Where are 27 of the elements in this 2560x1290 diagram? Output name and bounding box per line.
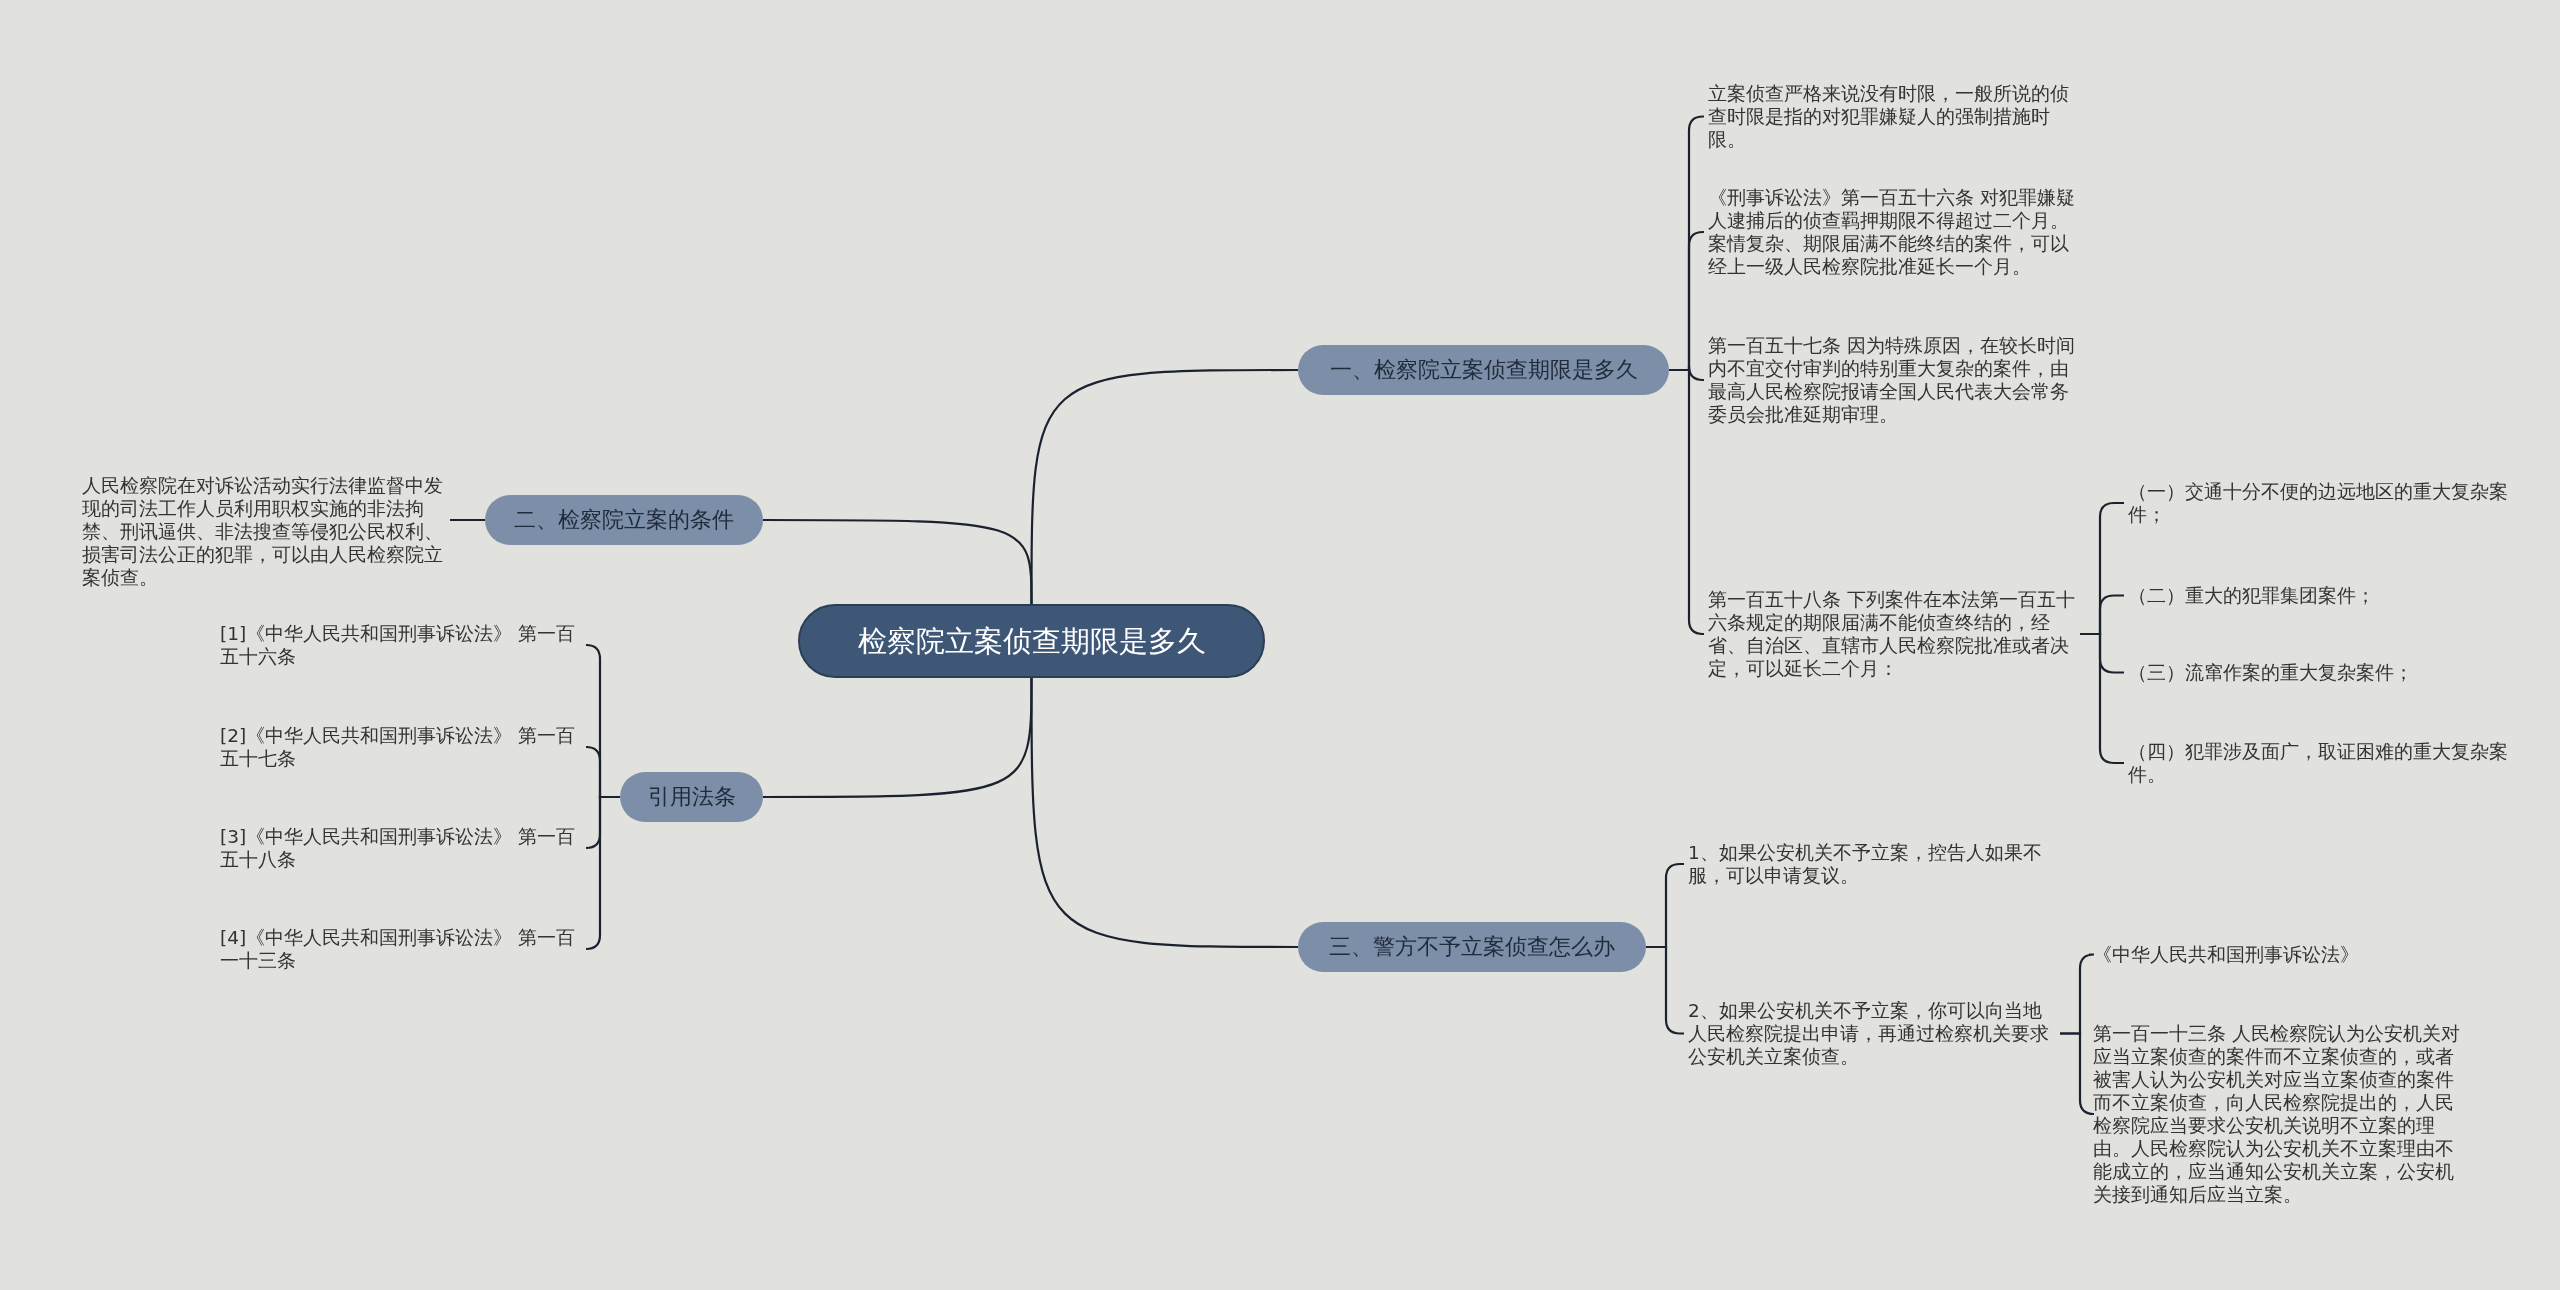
note-text: 第一百五十七条 因为特殊原因，在较长时间内不宜交付审判的特别重大复杂的案件，由最高人民检察院报请全国人民代表大会常务委员会批准延期审理。 bbox=[1708, 334, 2080, 426]
note-text: 立案侦查严格来说没有时限，一般所说的侦查时限是指的对犯罪嫌疑人的强制措施时限。 bbox=[1708, 82, 2080, 151]
connector-line bbox=[763, 518, 1033, 604]
note-text: [1]《中华人民共和国刑事诉讼法》 第一百五十六条 bbox=[220, 622, 584, 668]
connector-line bbox=[450, 518, 485, 522]
branch-topic: 引用法条 bbox=[620, 772, 763, 822]
note-text: [2]《中华人民共和国刑事诉讼法》 第一百五十七条 bbox=[220, 724, 584, 770]
branch-topic: 三、警方不予立案侦查怎么办 bbox=[1298, 922, 1646, 972]
connector-line bbox=[1669, 368, 1705, 636]
note-text: [4]《中华人民共和国刑事诉讼法》 第一百一十三条 bbox=[220, 926, 584, 972]
note-text: [3]《中华人民共和国刑事诉讼法》 第一百五十八条 bbox=[220, 825, 584, 871]
note-text: （一）交通十分不便的边远地区的重大复杂案件； bbox=[2128, 480, 2518, 526]
note-text: （二）重大的犯罪集团案件； bbox=[2128, 584, 2518, 607]
connector-line bbox=[1030, 678, 1298, 949]
note-text: 《中华人民共和国刑事诉讼法》 bbox=[2093, 943, 2465, 966]
branch-topic: 二、检察院立案的条件 bbox=[485, 495, 763, 545]
note-text: 人民检察院在对诉讼活动实行法律监督中发现的司法工作人员利用职权实施的非法拘禁、刑讯逼供、非法搜查等侵犯公民权利、损害司法公正的犯罪，可以由人民检察院立案侦查。 bbox=[82, 474, 446, 589]
note-text: 第一百五十八条 下列案件在本法第一百五十六条规定的期限届满不能侦查终结的，经省、自治区、直辖市人民检察院批准或者决定，可以延长二个月： bbox=[1708, 588, 2080, 680]
note-text: 2、如果公安机关不予立案，你可以向当地人民检察院提出申请，再通过检察机关要求公安机关立案侦查。 bbox=[1688, 999, 2060, 1068]
branch-topic: 一、检察院立案侦查期限是多久 bbox=[1298, 345, 1669, 395]
connector-line bbox=[2060, 1032, 2096, 1116]
note-text: （四）犯罪涉及面广，取证困难的重大复杂案件。 bbox=[2128, 740, 2518, 786]
note-text: 《刑事诉讼法》第一百五十六条 对犯罪嫌疑人逮捕后的侦查羁押期限不得超过二个月。案情复杂、期限届满不能终结的案件，可以经上一级人民检察院批准延长一个月。 bbox=[1708, 186, 2080, 278]
note-text: （三）流窜作案的重大复杂案件； bbox=[2128, 661, 2518, 684]
note-text: 1、如果公安机关不予立案，控告人如果不服，可以申请复议。 bbox=[1688, 841, 2060, 887]
note-text: 第一百一十三条 人民检察院认为公安机关对应当立案侦查的案件而不立案侦查的，或者被害人认为公安机关对应当立案侦查的案件而不立案侦查，向人民检察院提出的，人民检察院应当要求公安机关说明不立案的理由。人民检察院认为公安机关不立案理由不能成立的，应当通知公安机关立案，公安机关接到通知后应当立案。 bbox=[2093, 1022, 2465, 1206]
central-topic: 检察院立案侦查期限是多久 bbox=[798, 604, 1265, 678]
